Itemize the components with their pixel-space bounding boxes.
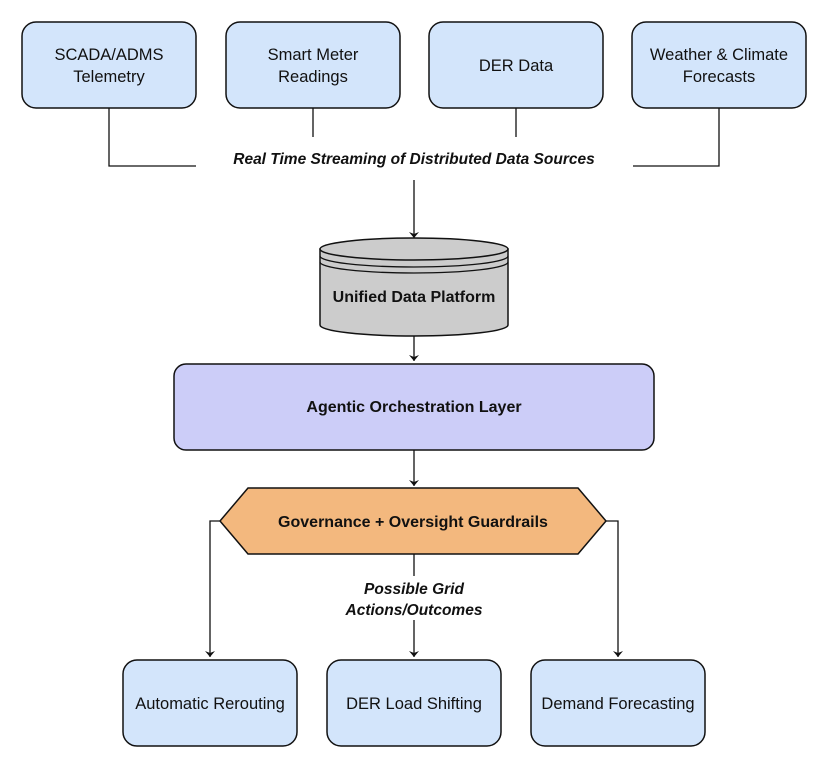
connector-forecasting xyxy=(606,520,623,657)
unified-data-platform: Unified Data Platform xyxy=(319,237,509,337)
outcome-box-forecasting: Demand Forecasting xyxy=(530,659,706,747)
agentic-orchestration-layer: Agentic Orchestration Layer xyxy=(173,363,655,451)
source-label-line2: Telemetry xyxy=(73,68,145,86)
actions-label-line1: Possible Grid xyxy=(364,581,464,598)
outcome-label: Automatic Rerouting xyxy=(135,695,285,713)
source-box-der-data: DER Data xyxy=(428,21,604,109)
outcome-label: DER Load Shifting xyxy=(346,695,482,713)
governance-label: Governance + Oversight Guardrails xyxy=(278,514,548,531)
source-label-line2: Readings xyxy=(278,68,348,86)
source-label-line1: Smart Meter xyxy=(268,46,359,64)
actions-label-line2: Actions/Outcomes xyxy=(345,602,483,619)
governance-guardrails: Governance + Oversight Guardrails xyxy=(219,487,607,555)
connector-rerouting xyxy=(205,520,220,657)
outcome-connectors xyxy=(205,520,623,657)
source-label-line1: DER Data xyxy=(479,57,554,75)
source-connectors xyxy=(108,108,720,167)
platform-label: Unified Data Platform xyxy=(333,289,496,306)
outcome-label: Demand Forecasting xyxy=(541,695,694,713)
source-box-scada: SCADA/ADMS Telemetry xyxy=(21,21,197,109)
outcome-box-load-shifting: DER Load Shifting xyxy=(326,659,502,747)
streaming-label: Real Time Streaming of Distributed Data … xyxy=(233,151,595,168)
source-label-line1: Weather & Climate xyxy=(650,46,788,64)
source-box-weather: Weather & Climate Forecasts xyxy=(631,21,807,109)
source-label-line2: Forecasts xyxy=(683,68,755,86)
source-label-line1: SCADA/ADMS xyxy=(54,46,163,64)
source-box-smart-meter: Smart Meter Readings xyxy=(225,21,401,109)
orchestration-label: Agentic Orchestration Layer xyxy=(306,399,521,416)
connector-scada xyxy=(108,108,196,167)
outcome-box-rerouting: Automatic Rerouting xyxy=(122,659,298,747)
connector-weather xyxy=(633,108,720,167)
